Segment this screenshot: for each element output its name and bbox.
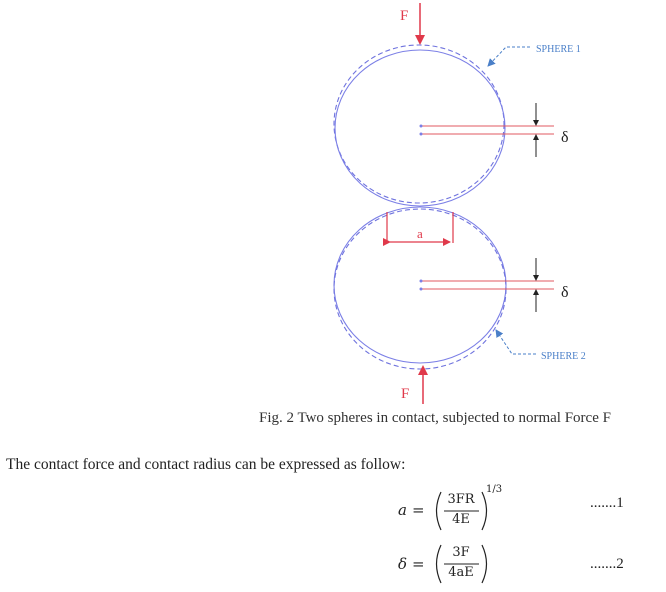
equation-2: δ = 3F 4aE	[398, 541, 498, 587]
contact-radius-label: a	[417, 226, 423, 241]
delta-top-label: δ	[561, 129, 569, 146]
sphere-2-label: SPHERE 2	[541, 351, 586, 362]
equation-2-numerator: 3F	[452, 545, 470, 560]
delta-top-dot-2	[419, 132, 423, 136]
force-label-bottom: F	[401, 386, 409, 402]
equation-1-lhs: a	[398, 501, 407, 519]
equation-1: a = 3FR 4E 1/3	[398, 484, 508, 534]
equation-1-numerator: 3FR	[447, 492, 475, 507]
equation-2-number: .......2	[590, 556, 624, 572]
equation-1-exponent: 1/3	[486, 484, 503, 495]
force-label-top: F	[400, 8, 408, 24]
equation-2-parens	[435, 544, 488, 584]
two-spheres-figure: F SPHERE 1 SPHERE 2 a δ δ F	[333, 3, 586, 404]
sphere-2-leader	[495, 329, 536, 355]
sphere-1-dashed	[333, 44, 505, 204]
sphere-1-leader	[487, 46, 530, 67]
sphere-1	[334, 49, 506, 207]
equation-1-equals: =	[412, 501, 425, 519]
delta-bottom-dot-2	[419, 287, 423, 291]
equation-1-parens	[435, 491, 488, 531]
delta-top-dot-1	[419, 124, 423, 128]
delta-bottom-label: δ	[561, 284, 569, 301]
sphere-1-label: SPHERE 1	[536, 44, 581, 55]
equation-2-denominator: 4aE	[448, 565, 474, 580]
body-paragraph: The contact force and contact radius can…	[6, 456, 406, 473]
equation-2-equals: =	[412, 555, 425, 573]
delta-bottom-dot-1	[419, 279, 423, 283]
equation-1-number: .......1	[590, 495, 624, 511]
equation-2-lhs: δ	[398, 555, 408, 573]
equation-1-denominator: 4E	[452, 512, 470, 527]
figure-caption: Fig. 2 Two spheres in contact, subjected…	[259, 410, 611, 426]
